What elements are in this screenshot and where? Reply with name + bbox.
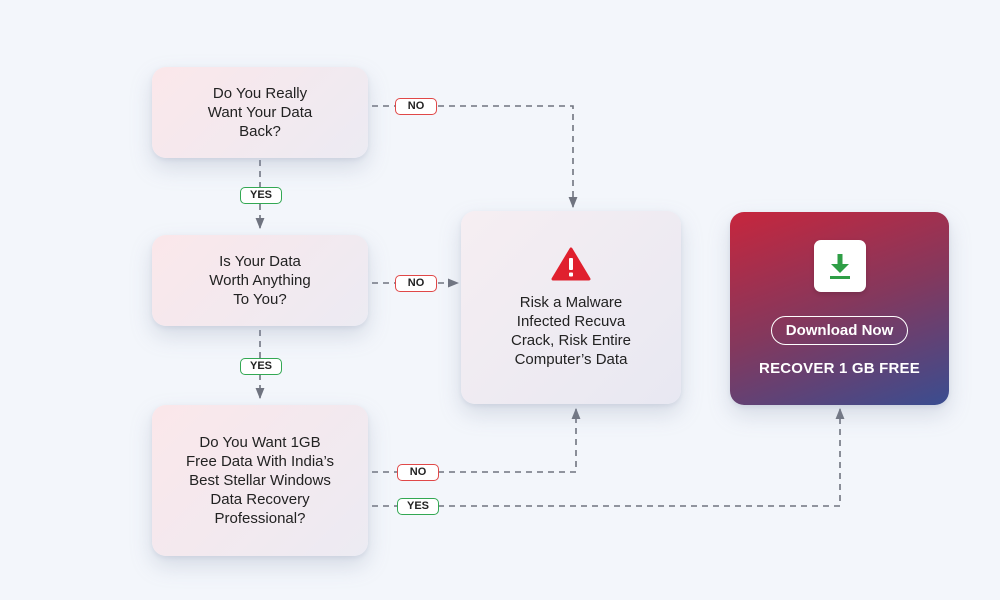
no-badge-2: NO xyxy=(395,275,437,292)
question-node-2: Is Your Data Worth Anything To You? xyxy=(152,235,368,326)
recover-free-label: RECOVER 1 GB FREE xyxy=(759,360,920,377)
connector-q3-yes xyxy=(372,407,845,507)
yes-badge-1: YES xyxy=(240,187,282,204)
question-3-text: Do You Want 1GB Free Data With India’s B… xyxy=(185,434,335,527)
risk-outcome-node: Risk a Malware Infected Recuva Crack, Ri… xyxy=(461,211,681,404)
yes-badge-2: YES xyxy=(240,358,282,375)
question-2-text: Is Your Data Worth Anything To You? xyxy=(209,253,311,308)
question-1-text: Do You Really Want Your Data Back? xyxy=(207,85,313,140)
download-tile[interactable] xyxy=(813,240,866,292)
no-badge-1: NO xyxy=(395,98,437,115)
download-cta-card[interactable]: Download Now RECOVER 1 GB FREE xyxy=(730,212,949,405)
connector-q3-no xyxy=(372,407,581,473)
question-node-1: Do You Really Want Your Data Back? xyxy=(152,67,368,158)
warning-triangle-icon xyxy=(551,247,591,280)
no-badge-3: NO xyxy=(397,464,439,481)
yes-badge-3: YES xyxy=(397,498,439,515)
connector-q1-no xyxy=(372,105,578,209)
download-now-button[interactable]: Download Now xyxy=(770,316,909,345)
download-arrow-icon xyxy=(829,254,850,279)
risk-text: Risk a Malware Infected Recuva Crack, Ri… xyxy=(510,293,632,368)
question-node-3: Do You Want 1GB Free Data With India’s B… xyxy=(152,405,368,556)
